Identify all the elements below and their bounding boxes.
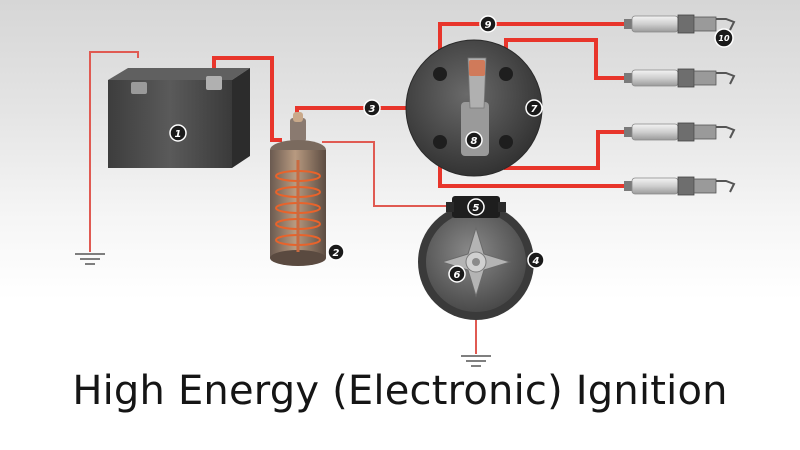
- coil-to-module-wire: [322, 141, 452, 207]
- callout-3: 3: [363, 99, 381, 117]
- callout-2: 2: [327, 243, 345, 261]
- callout-7: 7: [525, 99, 543, 117]
- callout-5: 5: [467, 198, 485, 216]
- diagram-title: High Energy (Electronic) Ignition: [72, 368, 728, 414]
- callout-3-label: 3: [369, 104, 376, 115]
- callout-4: 4: [527, 251, 545, 269]
- ignition-coil-icon: [270, 112, 326, 266]
- distributor-cap-icon: [405, 39, 543, 177]
- callout-10-label: 10: [718, 34, 730, 43]
- ground-symbol-icon: [75, 253, 105, 265]
- callout-8-label: 8: [471, 136, 478, 147]
- callout-2-label: 2: [333, 248, 340, 259]
- callout-8: 8: [465, 131, 483, 149]
- callout-6: 6: [448, 265, 466, 283]
- callout-1: 1: [169, 124, 187, 142]
- callout-9-label: 9: [485, 20, 492, 31]
- callout-10: 10: [714, 28, 734, 48]
- ground-symbol-icon: [461, 355, 491, 367]
- callout-9: 9: [479, 15, 497, 33]
- callout-6-label: 6: [454, 270, 461, 281]
- callout-5-label: 5: [473, 203, 480, 214]
- pickup-distributor-icon: [418, 196, 534, 320]
- callout-4-label: 4: [532, 256, 540, 267]
- callout-1-label: 1: [175, 129, 182, 140]
- callout-7-label: 7: [531, 104, 538, 115]
- battery-to-coil-wire: [212, 56, 282, 142]
- battery-ground-wire: [89, 51, 139, 252]
- battery-icon: [108, 68, 250, 168]
